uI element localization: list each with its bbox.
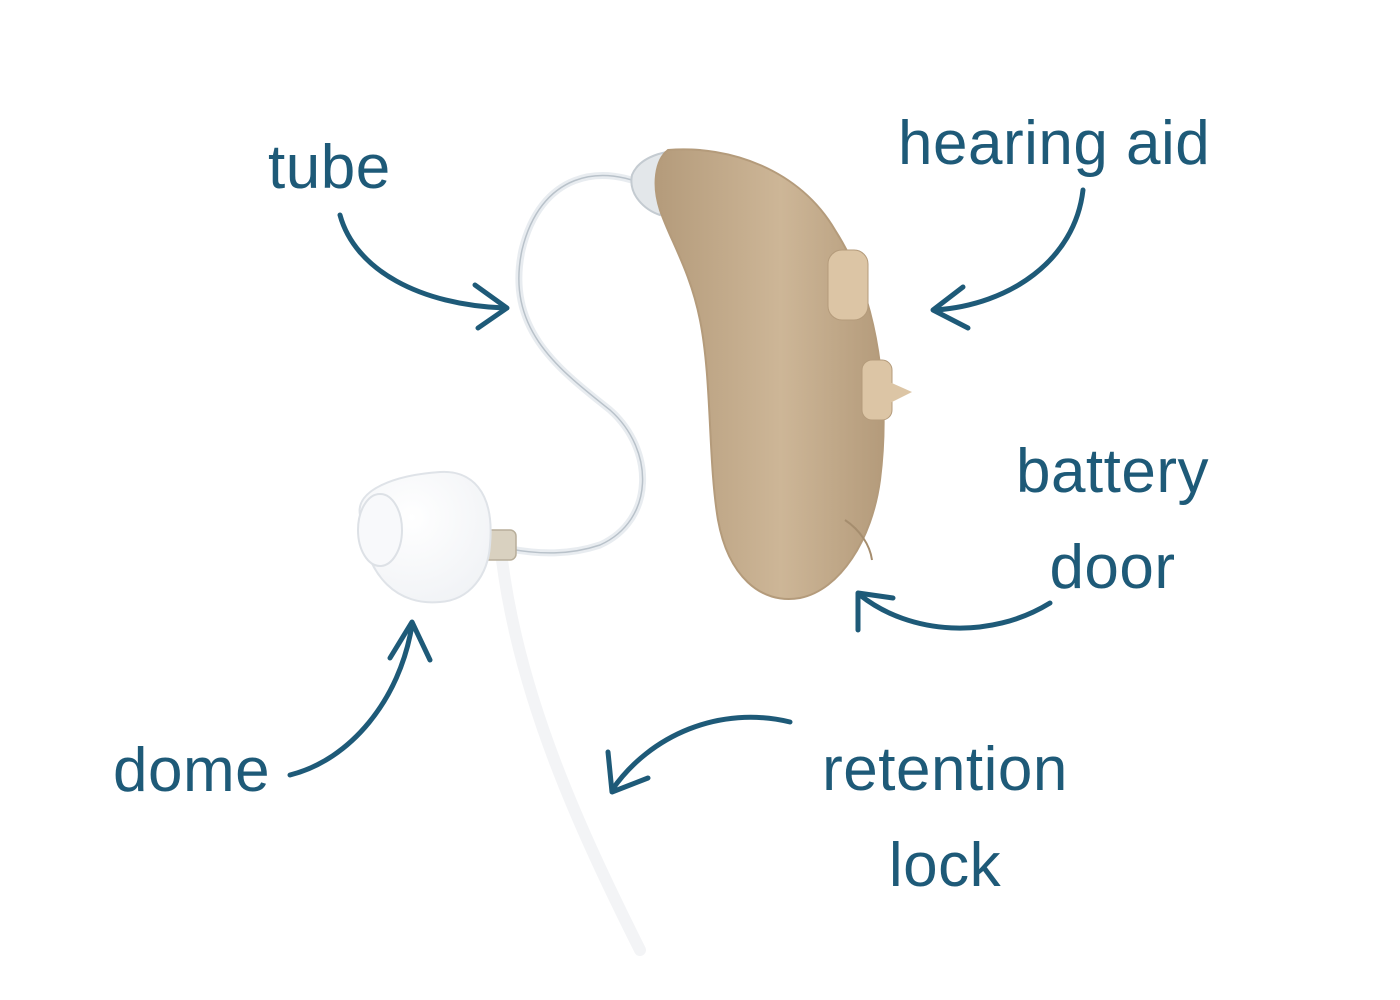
battery-door-arrow: [857, 592, 1053, 631]
label-hearing-aid: hearing aid: [898, 109, 1211, 178]
tube-arrowhead: [472, 282, 510, 331]
retention-lock-arrowhead: [605, 749, 651, 795]
label-dome: dome: [113, 736, 271, 805]
volume-button: [827, 249, 869, 321]
dome-arrowhead: [387, 619, 433, 663]
label-retention-lock-line2: lock: [888, 831, 1002, 900]
dome-shape: [357, 470, 492, 604]
hearing-aid-arrowhead: [930, 284, 971, 331]
label-battery-door: battery door: [1000, 424, 1225, 616]
hearing-aid-body: [630, 148, 912, 600]
dome-arrow: [287, 622, 415, 778]
battery-door-seam: [844, 519, 873, 561]
label-retention-lock-line1: retention: [822, 735, 1068, 804]
battery-door-arrowhead: [855, 590, 896, 633]
label-retention-lock: retention lock: [800, 722, 1090, 914]
label-tube: tube: [268, 133, 391, 202]
retention-lock-strand: [496, 554, 646, 956]
label-battery-door-line2: door: [1049, 533, 1176, 602]
retention-lock-arrow: [609, 714, 793, 793]
label-battery-door-line1: battery: [1015, 437, 1210, 506]
tube-arrow: [337, 212, 508, 311]
hearing-aid-arrow: [932, 187, 1086, 313]
